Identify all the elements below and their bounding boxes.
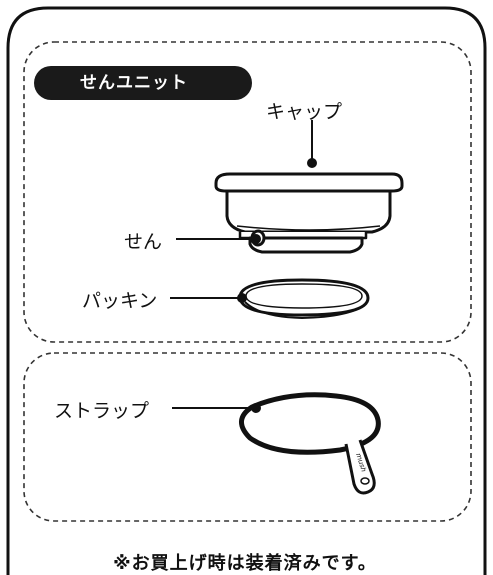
strap-dashed-box — [23, 352, 472, 522]
plug-unit-badge: せんユニット — [34, 66, 252, 100]
outer-frame — [6, 6, 487, 575]
strap-label: ストラップ — [54, 400, 150, 422]
plug-unit-dashed-box — [23, 41, 472, 343]
cap-label: キャップ — [266, 101, 343, 123]
cap-drawing — [214, 172, 404, 240]
strap-drawing — [239, 392, 381, 495]
plug-label: せん — [124, 231, 163, 253]
gasket-label: パッキン — [82, 290, 158, 312]
leader-lines — [170, 120, 317, 413]
footer-note: ※お買上げ時は装着済みです。 — [80, 553, 410, 575]
gasket-drawing — [238, 278, 370, 319]
